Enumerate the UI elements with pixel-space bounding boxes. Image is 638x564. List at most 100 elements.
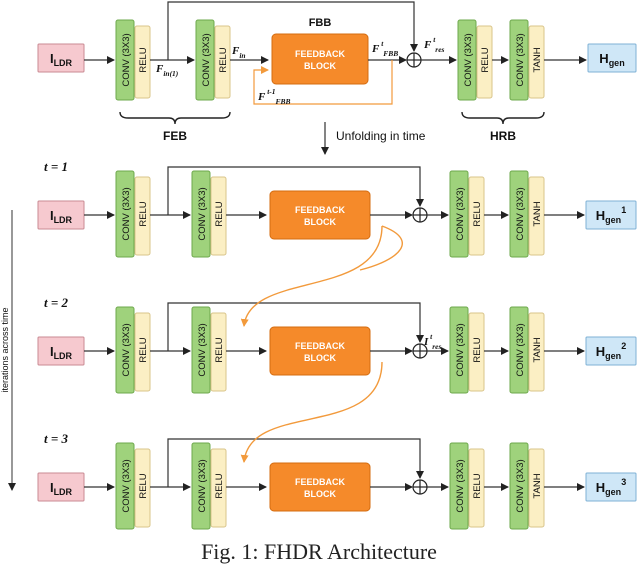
top-hrb-1-relu xyxy=(476,25,493,99)
row1-hrb-1-conv-label: CONV (3X3) xyxy=(455,187,466,240)
row1-output-box xyxy=(585,200,637,230)
top-feb-1-relu-label: RELU xyxy=(138,47,149,72)
row3-hrb-2-tanh-label: TANH xyxy=(532,473,543,498)
top-hrb-2-conv-label: CONV (3X3) xyxy=(515,33,526,86)
top-hrb-1-conv-label: CONV (3X3) xyxy=(463,33,474,86)
row2-output-box xyxy=(585,336,637,366)
row2-skip-line xyxy=(167,302,424,351)
row3-skip-line xyxy=(167,438,424,487)
row2-res-label: I tres xyxy=(423,332,441,351)
row3-output-label: Hgen3 xyxy=(596,477,626,497)
row2-hrb-2-tanh-label: TANH xyxy=(532,337,543,362)
row2-feb-1-conv xyxy=(115,306,135,394)
row2-feb-1-conv-label: CONV (3X3) xyxy=(121,323,132,376)
row2-feb-1-relu-label: RELU xyxy=(138,337,149,362)
row2-hrb-1-conv-label: CONV (3X3) xyxy=(455,323,466,376)
row3-hrb-2-tanh xyxy=(528,448,545,528)
row3-feb-1-relu xyxy=(134,448,151,528)
row2-feb-2-conv xyxy=(191,306,211,394)
row1-feb-2-relu-label: RELU xyxy=(214,201,225,226)
row3-hrb-2-conv xyxy=(509,442,529,530)
row2-hrb-2-conv xyxy=(509,306,529,394)
row1-hrb-2-conv-label: CONV (3X3) xyxy=(515,187,526,240)
top-f-fbb-t1-label: F t-1FBB xyxy=(257,87,290,106)
top-fbb-title: FBB xyxy=(309,17,332,29)
row3-feb-2-relu-label: RELU xyxy=(214,473,225,498)
row2-feb-1-relu xyxy=(134,312,151,392)
row1-feb-1-conv xyxy=(115,170,135,258)
top-f-res-t-label: F tres xyxy=(423,35,445,54)
row1-feb-2-relu xyxy=(210,176,227,256)
row3-feb-1-relu-label: RELU xyxy=(138,473,149,498)
top-output-box xyxy=(587,43,637,73)
row3-hrb-1-relu xyxy=(468,448,485,528)
row2-hrb-2-conv-label: CONV (3X3) xyxy=(515,323,526,376)
row1-feb-2-conv-label: CONV (3X3) xyxy=(197,187,208,240)
top-f-fbb-t-label: F tFBB xyxy=(371,39,398,58)
top-feb-2-relu xyxy=(214,25,231,99)
row3-feb-1-conv xyxy=(115,442,135,530)
row3-hrb-1-conv-label: CONV (3X3) xyxy=(455,459,466,512)
top-hrb-2-tanh xyxy=(528,25,545,99)
row1-skip-line xyxy=(167,166,424,215)
row1-feb-1-relu-label: RELU xyxy=(138,201,149,226)
top-hrb-2-tanh-label: TANH xyxy=(532,47,543,72)
top-f-in1-label: Fin(1) xyxy=(155,63,179,78)
row2-feb-2-relu xyxy=(210,312,227,392)
row1-hrb-1-relu xyxy=(468,176,485,256)
feb-brace xyxy=(119,111,231,125)
row1-hrb-2-tanh-label: TANH xyxy=(532,201,543,226)
row1-output-label: Hgen1 xyxy=(596,205,626,225)
row1-hrb-1-relu-label: RELU xyxy=(472,201,483,226)
row2-feedback-block xyxy=(269,326,371,376)
top-input-box xyxy=(37,43,85,73)
unfold-label: Unfolding in time xyxy=(336,129,426,143)
row3-feedback-block xyxy=(269,462,371,512)
top-f-in-label: Fin xyxy=(231,45,246,60)
top-feedback-block-line1: FEEDBACK xyxy=(295,49,346,59)
row3-hrb-1-relu-label: RELU xyxy=(472,473,483,498)
row3-feb-2-conv-label: CONV (3X3) xyxy=(197,459,208,512)
row3-hrb-2-conv-label: CONV (3X3) xyxy=(515,459,526,512)
top-skip-line xyxy=(167,1,418,60)
top-feedback-block-line2: BLOCK xyxy=(304,61,336,71)
row3-feedback-block-line2: BLOCK xyxy=(304,489,336,499)
top-hrb-1-relu-label: RELU xyxy=(480,47,491,72)
row2-t-label: t = 2 xyxy=(44,295,69,310)
top-feb-1-conv xyxy=(115,19,135,101)
row2-input-label: ILDR xyxy=(50,344,73,361)
top-feb-1-relu xyxy=(134,25,151,99)
row1-feedback-block-line2: BLOCK xyxy=(304,217,336,227)
row1-feedback-block-line1: FEEDBACK xyxy=(295,205,346,215)
row1-feb-1-relu xyxy=(134,176,151,256)
side-label: iterations across time xyxy=(0,307,10,392)
row2-hrb-1-relu-label: RELU xyxy=(472,337,483,362)
orange-curve-1-2 xyxy=(240,225,383,327)
row2-hrb-1-relu xyxy=(468,312,485,392)
row2-feb-2-conv-label: CONV (3X3) xyxy=(197,323,208,376)
row1-hrb-2-tanh xyxy=(528,176,545,256)
top-hrb-1-conv xyxy=(457,19,477,101)
row1-hrb-1-conv xyxy=(449,170,469,258)
row3-feb-2-relu xyxy=(210,448,227,528)
hrb-label: HRB xyxy=(490,129,516,143)
row3-input-label: ILDR xyxy=(50,480,73,497)
row3-feb-1-conv-label: CONV (3X3) xyxy=(121,459,132,512)
top-feedback-block xyxy=(271,33,369,85)
row1-feb-2-conv xyxy=(191,170,211,258)
figure-caption: Fig. 1: FHDR Architecture xyxy=(201,539,437,564)
top-feb-1-conv-label: CONV (3X3) xyxy=(121,33,132,86)
row1-feb-1-conv-label: CONV (3X3) xyxy=(121,187,132,240)
top-feb-2-conv-label: CONV (3X3) xyxy=(201,33,212,86)
top-input-label: ILDR xyxy=(50,51,73,68)
top-feedback-loop xyxy=(253,60,393,105)
row1-input-label: ILDR xyxy=(50,208,73,225)
row2-output-label: Hgen2 xyxy=(596,341,626,361)
orange-curve-2-3 xyxy=(240,361,383,463)
row2-feedback-block-line1: FEEDBACK xyxy=(295,341,346,351)
hrb-brace xyxy=(461,111,545,125)
row2-hrb-1-conv xyxy=(449,306,469,394)
top-hrb-2-conv xyxy=(509,19,529,101)
row3-hrb-1-conv xyxy=(449,442,469,530)
row3-feedback-block-line1: FEEDBACK xyxy=(295,477,346,487)
